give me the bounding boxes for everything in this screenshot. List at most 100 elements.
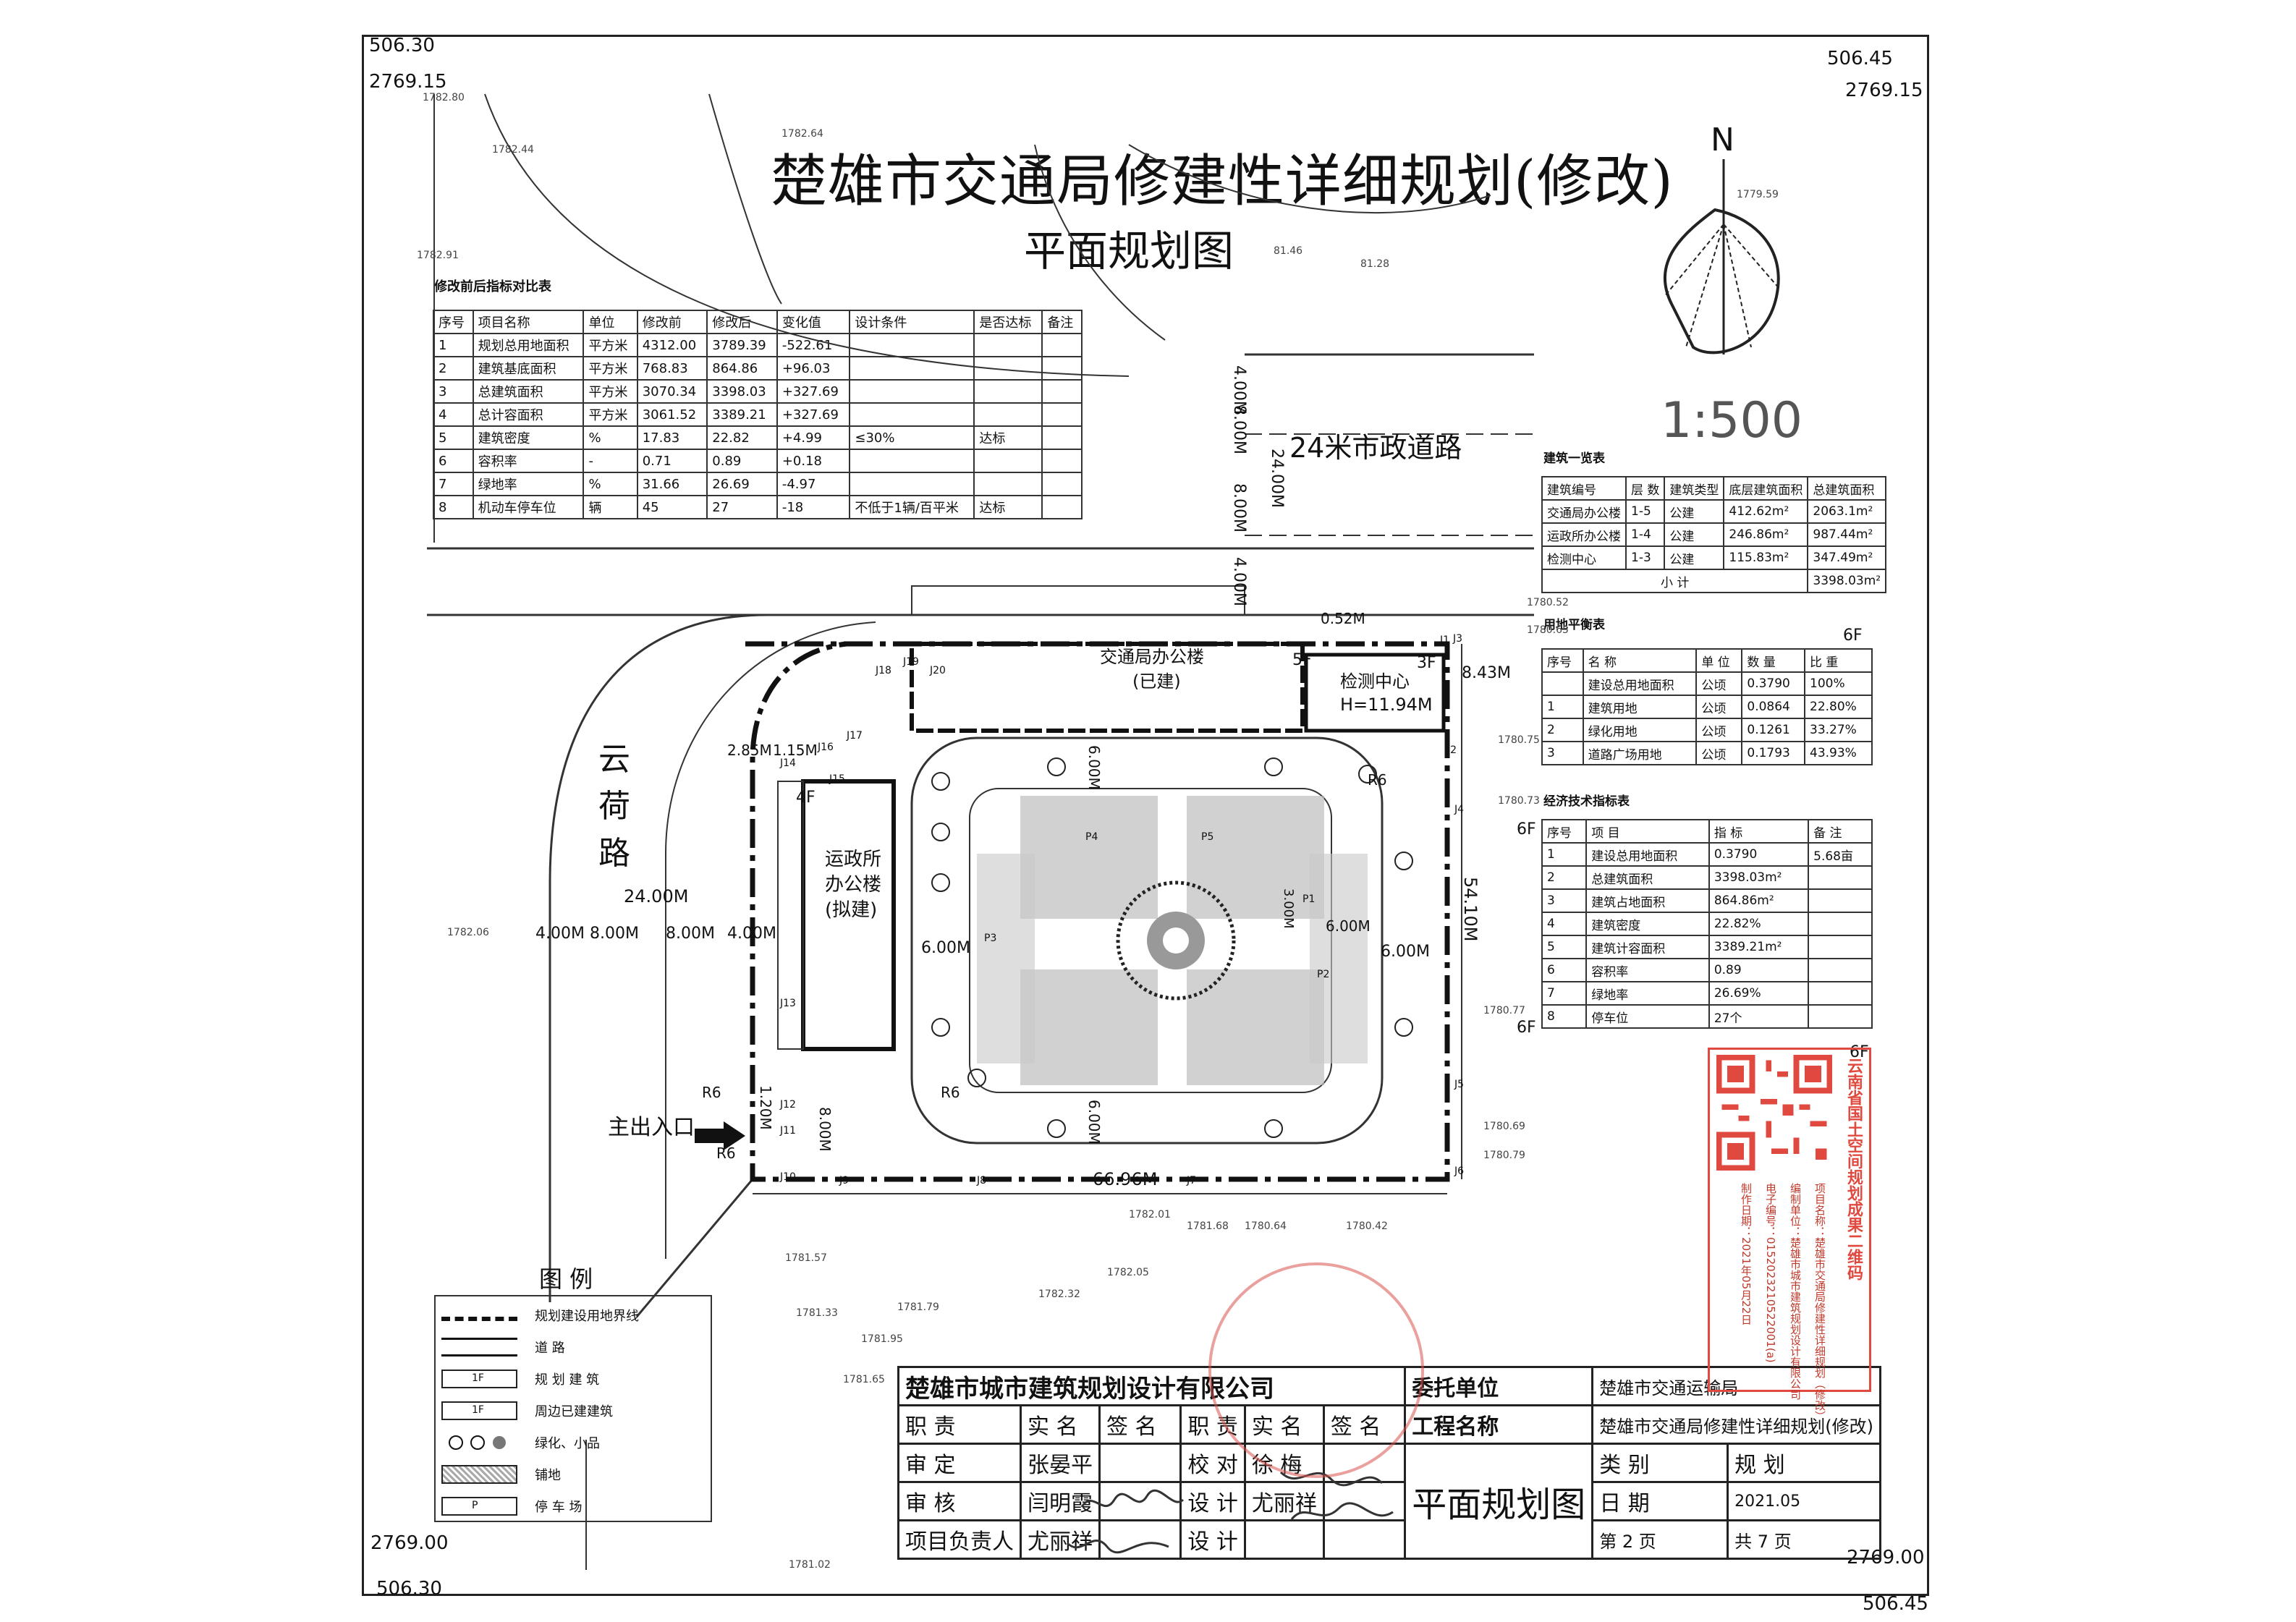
land-cell: [1541, 671, 1584, 696]
tech-header-row: 序号项 目指 标备 注: [1541, 819, 1873, 844]
tech-cell: 3389.21m²: [1708, 935, 1810, 959]
coord-tl-e: 506.30: [369, 35, 435, 56]
elevation-mark: 1779.59: [1737, 189, 1779, 200]
building-cell: 246.86m²: [1723, 522, 1809, 547]
compare-header-row: 序号项目名称单位修改前修改后变化值设计条件是否达标备注: [433, 310, 1083, 334]
elevation-mark: 81.46: [1274, 245, 1303, 257]
compare-header-cell: 项目名称: [472, 310, 585, 334]
compare-cell: 建筑密度: [472, 425, 585, 450]
main-building-floors: 5F: [1292, 651, 1312, 669]
compare-cell: %: [583, 472, 638, 496]
project-name: 楚雄市交通局修建性详细规划(修改): [1591, 1404, 1881, 1445]
elevation-mark: 1780.69: [1483, 1121, 1525, 1132]
compare-cell: [973, 449, 1043, 473]
spec-prefix: 类 别: [1591, 1443, 1729, 1483]
col-h-2: 实 名: [1020, 1404, 1101, 1445]
page-total: 共 7 页: [1727, 1519, 1881, 1560]
road-left-char-3: 路: [598, 835, 630, 872]
inspection-height: H=11.94M: [1340, 695, 1433, 715]
tech-header-cell: 备 注: [1808, 819, 1873, 844]
elevation-mark: 1782.32: [1038, 1288, 1080, 1300]
page-subtitle: 平面规划图: [1024, 226, 1234, 276]
building-header-cell: 建筑编号: [1541, 476, 1627, 501]
legend-symbol-icon: 1F: [441, 1401, 517, 1420]
tech-cell: 总建筑面积: [1585, 865, 1710, 890]
building-header-cell: 建筑类型: [1664, 476, 1725, 501]
tech-cell: 4: [1541, 912, 1588, 936]
coord-tl-n: 2769.15: [369, 71, 447, 93]
tech-cell: 容积率: [1585, 958, 1710, 982]
main-building-status: (已建): [1132, 671, 1181, 692]
company-seal: [1208, 1262, 1424, 1478]
land-header-cell: 比 重: [1804, 648, 1873, 673]
elevation-mark: 1781.65: [843, 1374, 885, 1385]
land-cell: 绿化用地: [1582, 718, 1698, 742]
site-plan: [427, 93, 1534, 1570]
road-top-label: 24米市政道路: [1289, 432, 1462, 464]
compare-header-cell: 设计条件: [849, 310, 975, 334]
qr-code-icon: [1716, 1055, 1832, 1171]
north-label: N: [1711, 122, 1734, 158]
boundary-point-label: J3: [1453, 633, 1463, 645]
compare-cell: 机动车停车位: [472, 495, 585, 519]
date-value: 2021.05: [1727, 1481, 1881, 1521]
land-cell: 1: [1541, 695, 1584, 719]
r3-c4: 设 计: [1179, 1519, 1246, 1560]
compare-cell: 3061.52: [636, 402, 708, 427]
r2-c1: 审 核: [897, 1481, 1022, 1521]
compare-cell: 864.86: [706, 356, 778, 381]
elevation-mark: 1782.01: [1129, 1209, 1171, 1220]
compare-cell: 31.66: [636, 472, 708, 496]
signature-4: [1290, 1502, 1394, 1520]
project-label: 工程名称: [1404, 1404, 1594, 1445]
compare-cell: 总建筑面积: [472, 379, 585, 404]
scale-label: 1:500: [1661, 392, 1803, 449]
boundary-point-label: J5: [1454, 1079, 1465, 1090]
land-cell: 公顷: [1695, 695, 1743, 719]
elevation-mark: 1781.02: [789, 1559, 831, 1571]
dim-052: 0.52M: [1321, 610, 1365, 627]
elevation-mark: 1782.80: [423, 92, 465, 103]
compare-cell: 3398.03: [706, 379, 778, 404]
tech-cell: 5.68亩: [1808, 842, 1873, 867]
land-cell: 0.3790: [1741, 671, 1806, 696]
compare-cell: [973, 333, 1043, 357]
building-header-cell: 层 数: [1624, 476, 1666, 501]
legend-symbol-icon: [441, 1317, 517, 1321]
legend-label: 绿化、小品: [535, 1436, 600, 1451]
building-cell: 412.62m²: [1723, 499, 1809, 524]
client-name: 楚雄市交通运输局: [1591, 1366, 1881, 1406]
land-cell: 建设总用地面积: [1582, 671, 1698, 696]
parking-mark: P4: [1085, 831, 1098, 843]
r6-1: R6: [1368, 771, 1387, 789]
compare-cell: [973, 402, 1043, 427]
building-table-caption: 建筑一览表: [1543, 451, 1605, 466]
coord-br-e: 506.45: [1863, 1593, 1928, 1615]
tech-cell: 建筑密度: [1585, 912, 1710, 936]
col-h-1: 职 责: [897, 1404, 1022, 1445]
legend-item: 铺地: [441, 1461, 561, 1487]
tech-cell: [1808, 865, 1873, 890]
building-cell: 运政所办公楼: [1541, 522, 1627, 547]
elevation-mark: 1781.79: [897, 1302, 939, 1313]
legend-symbol-icon: P: [441, 1497, 517, 1516]
compare-cell: 平方米: [583, 402, 638, 427]
tech-cell: 26.69%: [1708, 981, 1810, 1006]
legend-label: 规划建设用地界线: [535, 1309, 639, 1324]
building-cell: 检测中心: [1541, 545, 1627, 570]
tech-cell: 3398.03m²: [1708, 865, 1810, 890]
elevation-mark: 1780.77: [1483, 1005, 1525, 1016]
dim-left-4: 4.00M: [727, 925, 776, 943]
building-cell: 1-3: [1624, 545, 1666, 570]
tech-cell: 绿地率: [1585, 981, 1710, 1006]
